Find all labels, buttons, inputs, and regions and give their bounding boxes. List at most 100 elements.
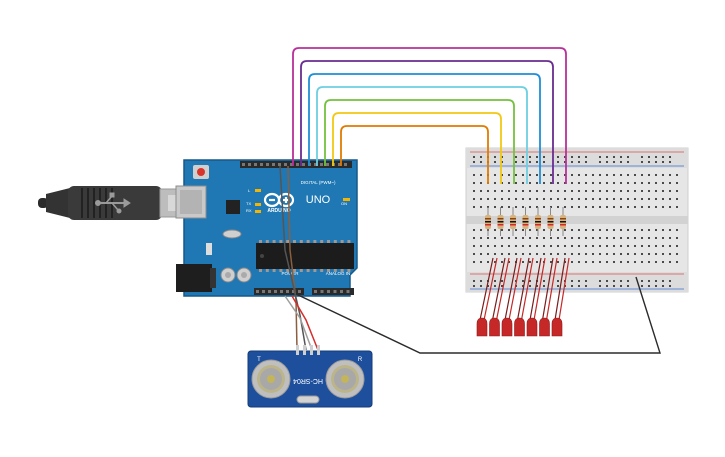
bb-hole bbox=[494, 285, 496, 287]
bb-hole bbox=[592, 261, 594, 263]
bb-hole bbox=[557, 237, 559, 239]
bb-hole bbox=[501, 237, 503, 239]
bb-hole bbox=[508, 198, 510, 200]
bb-hole bbox=[585, 161, 587, 163]
bb-hole bbox=[627, 174, 629, 176]
bb-hole bbox=[662, 285, 664, 287]
bb-hole bbox=[669, 182, 671, 184]
led-lead bbox=[491, 257, 506, 321]
bb-hole bbox=[669, 198, 671, 200]
bb-hole bbox=[522, 206, 524, 208]
rx-label: RX bbox=[246, 208, 252, 213]
bb-hole bbox=[564, 198, 566, 200]
bb-hole bbox=[536, 182, 538, 184]
bb-hole bbox=[627, 237, 629, 239]
bb-hole bbox=[515, 237, 517, 239]
bb-hole bbox=[480, 253, 482, 255]
bb-hole bbox=[676, 245, 678, 247]
bb-hole bbox=[522, 156, 524, 158]
jumper-wire bbox=[324, 99, 515, 184]
resistor-band bbox=[547, 221, 554, 223]
led-lead bbox=[508, 257, 522, 321]
bb-hole bbox=[501, 229, 503, 231]
bb-hole bbox=[487, 190, 489, 192]
leds bbox=[476, 257, 570, 337]
bb-hole bbox=[550, 253, 552, 255]
resistor-band bbox=[497, 221, 504, 223]
bb-hole bbox=[655, 245, 657, 247]
chip-pin bbox=[279, 269, 283, 272]
bb-hole bbox=[641, 237, 643, 239]
transmitter-icon bbox=[251, 359, 291, 399]
bb-hole bbox=[515, 229, 517, 231]
bb-hole bbox=[662, 253, 664, 255]
bb-hole bbox=[648, 261, 650, 263]
chip-pin bbox=[272, 240, 276, 243]
bb-hole bbox=[571, 280, 573, 282]
header-pin bbox=[248, 163, 251, 166]
bb-hole bbox=[508, 206, 510, 208]
bb-hole bbox=[487, 198, 489, 200]
chip-pin bbox=[286, 269, 290, 272]
bb-hole bbox=[529, 229, 531, 231]
bb-hole bbox=[564, 182, 566, 184]
bb-hole bbox=[480, 174, 482, 176]
bb-hole bbox=[564, 174, 566, 176]
bb-hole bbox=[480, 237, 482, 239]
bb-hole bbox=[480, 190, 482, 192]
bb-hole bbox=[501, 161, 503, 163]
sensor-wires bbox=[279, 165, 319, 351]
resistor-band bbox=[510, 218, 516, 220]
bb-hole bbox=[473, 190, 475, 192]
bb-hole bbox=[536, 229, 538, 231]
header-pin bbox=[274, 290, 277, 293]
bb-hole bbox=[480, 156, 482, 158]
bb-hole bbox=[599, 198, 601, 200]
bb-hole bbox=[585, 237, 587, 239]
bb-hole bbox=[487, 261, 489, 263]
bb-hole bbox=[662, 206, 664, 208]
bb-hole bbox=[620, 280, 622, 282]
bb-hole bbox=[522, 182, 524, 184]
bb-hole bbox=[529, 198, 531, 200]
bb-hole bbox=[627, 253, 629, 255]
bb-hole bbox=[634, 190, 636, 192]
bb-hole bbox=[473, 161, 475, 163]
bb-hole bbox=[606, 182, 608, 184]
bb-hole bbox=[508, 182, 510, 184]
bb-hole bbox=[634, 206, 636, 208]
chip-pin bbox=[286, 240, 290, 243]
microcontroller-chip bbox=[256, 240, 354, 272]
bb-hole bbox=[662, 182, 664, 184]
bb-hole bbox=[529, 161, 531, 163]
resistor-band bbox=[497, 218, 504, 220]
bb-hole bbox=[515, 190, 517, 192]
bb-hole bbox=[613, 245, 615, 247]
chip-pin bbox=[299, 269, 303, 272]
bb-hole bbox=[501, 285, 503, 287]
bb-hole bbox=[578, 261, 580, 263]
header-pin bbox=[314, 163, 317, 166]
bb-hole bbox=[648, 285, 650, 287]
header-pin bbox=[320, 163, 323, 166]
bb-hole bbox=[606, 161, 608, 163]
bb-hole bbox=[655, 174, 657, 176]
bb-hole bbox=[669, 261, 671, 263]
bb-hole bbox=[669, 237, 671, 239]
bb-hole bbox=[641, 174, 643, 176]
bb-hole bbox=[529, 261, 531, 263]
bb-hole bbox=[536, 206, 538, 208]
bb-hole bbox=[627, 190, 629, 192]
bb-hole bbox=[473, 206, 475, 208]
bb-hole bbox=[627, 182, 629, 184]
resistor-band bbox=[522, 221, 529, 223]
bb-hole bbox=[494, 245, 496, 247]
bb-hole bbox=[557, 253, 559, 255]
bb-hole bbox=[543, 174, 545, 176]
bb-hole bbox=[662, 156, 664, 158]
bb-hole bbox=[522, 280, 524, 282]
bb-hole bbox=[557, 156, 559, 158]
bb-hole bbox=[648, 190, 650, 192]
bb-hole bbox=[480, 229, 482, 231]
resistor-band bbox=[560, 221, 566, 223]
